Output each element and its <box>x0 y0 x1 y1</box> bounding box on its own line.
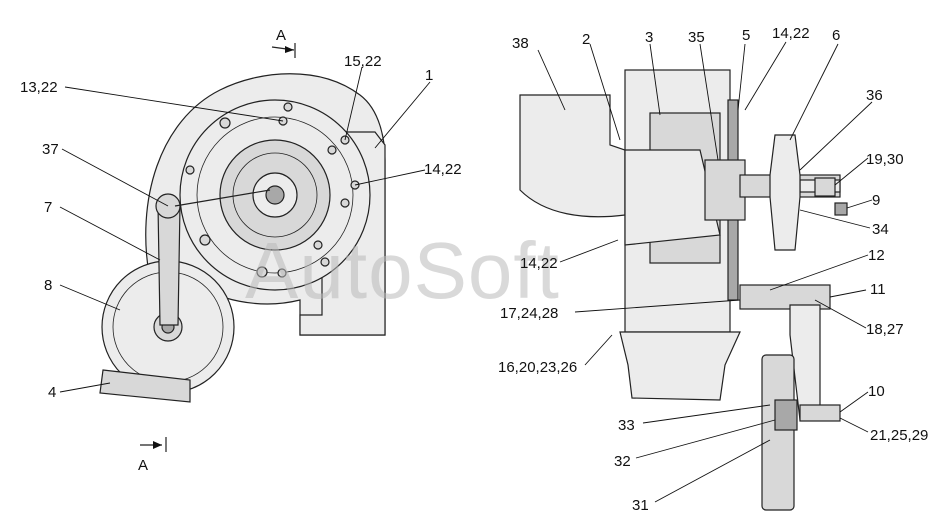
bolt-holes <box>185 102 360 278</box>
hub-ring <box>232 152 318 238</box>
lower-bearing <box>774 399 798 431</box>
callout-32: 32 <box>614 453 631 470</box>
front-view <box>99 43 386 452</box>
callout-6: 6 <box>832 27 840 44</box>
callout-18-27: 18,27 <box>866 321 904 338</box>
bearing-housing <box>704 159 746 221</box>
discharge-nozzle <box>619 331 741 401</box>
rotor-cone <box>624 149 721 246</box>
callout-37: 37 <box>42 141 59 158</box>
lower-shaft <box>799 404 841 422</box>
section-mark-top: A <box>276 27 286 44</box>
callout-1: 1 <box>425 67 433 84</box>
intake-hood <box>519 94 626 218</box>
callout-14-22-left: 14,22 <box>424 161 462 178</box>
callout-36: 36 <box>866 87 883 104</box>
callout-10: 10 <box>868 383 885 400</box>
callout-8: 8 <box>44 277 52 294</box>
lower-pulley <box>761 354 795 511</box>
shaft-end <box>265 185 285 205</box>
callout-9: 9 <box>872 192 880 209</box>
tension-arm <box>157 204 181 326</box>
callout-31: 31 <box>632 497 649 514</box>
callout-labels: A A 13,22 15,22 1 37 14,22 7 8 4 38 2 3 … <box>20 25 928 514</box>
section-arrow-bottom <box>140 437 167 452</box>
shaft-nut <box>814 177 836 197</box>
callout-21-25-29: 21,25,29 <box>870 427 928 444</box>
callout-2: 2 <box>582 31 590 48</box>
callout-33: 33 <box>618 417 635 434</box>
callout-12: 12 <box>868 247 885 264</box>
callout-19-30: 19,30 <box>866 151 904 168</box>
callout-5: 5 <box>742 27 750 44</box>
callout-3: 3 <box>645 29 653 46</box>
drive-pulley <box>769 134 801 251</box>
support-base <box>99 369 191 403</box>
callout-34: 34 <box>872 221 889 238</box>
section-mark-bottom: A <box>138 457 148 474</box>
callout-38: 38 <box>512 35 529 52</box>
callout-7: 7 <box>44 199 52 216</box>
section-arrow-top <box>271 43 296 58</box>
arm-link-rod <box>174 189 271 207</box>
callout-14-22-mid: 14,22 <box>520 255 558 272</box>
end-cap <box>834 202 848 216</box>
callout-14-22-top: 14,22 <box>772 25 810 42</box>
callout-15-22: 15,22 <box>344 53 382 70</box>
callout-16-20-23-26: 16,20,23,26 <box>498 359 577 376</box>
callout-13-22: 13,22 <box>20 79 58 96</box>
callout-4: 4 <box>48 384 56 401</box>
section-view <box>519 69 848 511</box>
main-disc-inner <box>196 116 354 274</box>
leader-lines <box>59 41 873 503</box>
callout-11: 11 <box>870 281 886 298</box>
callout-17-24-28: 17,24,28 <box>500 305 558 322</box>
watermark-text: AutoSoft <box>245 226 560 315</box>
callout-35: 35 <box>688 29 705 46</box>
